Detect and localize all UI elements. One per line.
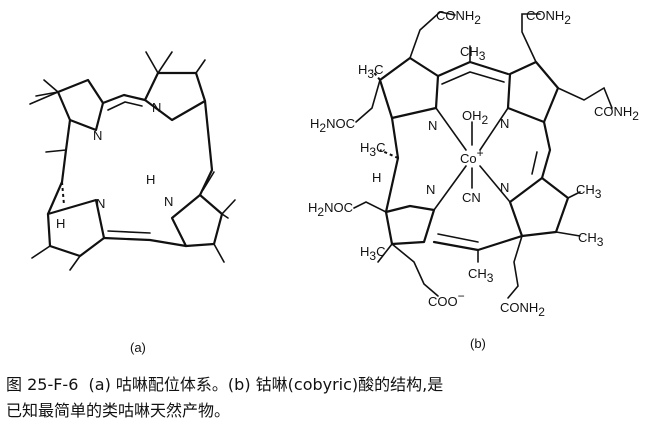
group-h3c-upper-left: H3C <box>358 62 383 81</box>
group-conh2-top-right: CONH2 <box>526 8 571 27</box>
atom-h-b: H <box>372 170 381 185</box>
group-conh2-top-left: CONH2 <box>436 8 481 27</box>
figure-caption: 图 25-F-6 (a) 咕啉配位体系。(b) 钴啉(cobyric)酸的结构,… <box>6 372 656 424</box>
atom-n2: N <box>152 100 161 115</box>
atom-n-lower-right: N <box>500 180 509 195</box>
panel-b-label: (b) <box>470 336 486 351</box>
ligand-oh2: OH2 <box>462 108 489 127</box>
atom-n4: N <box>164 194 173 209</box>
atom-n1: N <box>93 128 102 143</box>
atom-n-upper-left: N <box>428 118 437 133</box>
group-ch3-right-lower: CH3 <box>578 230 604 249</box>
group-coo-minus: COO− <box>428 289 465 309</box>
atom-n-lower-left: N <box>426 182 435 197</box>
atom-h-c: H <box>56 216 65 231</box>
group-conh2-right: CONH2 <box>594 104 639 123</box>
atom-n3: N <box>96 196 105 211</box>
group-h2noc-left: H2NOC <box>310 116 355 135</box>
group-ch3-top: CH3 <box>460 44 486 63</box>
group-ch3-right-upper: CH3 <box>576 182 602 201</box>
group-h3c-lower-left: H3C <box>360 244 385 263</box>
atom-n-upper-right: N <box>500 116 509 131</box>
atom-h-nh: H <box>146 172 155 187</box>
group-h3c-left: H3C <box>360 140 385 159</box>
ligand-cn: CN <box>462 190 481 205</box>
caption-line-1: 图 25-F-6 (a) 咕啉配位体系。(b) 钴啉(cobyric)酸的结构,… <box>6 375 444 394</box>
group-conh2-bottom: CONH2 <box>500 300 545 319</box>
cobyric-acid-structure <box>353 11 613 299</box>
group-ch3-bottom: CH3 <box>468 266 494 285</box>
group-h2noc-lower: H2NOC <box>308 200 353 219</box>
caption-line-2: 已知最简单的类咕啉天然产物。 <box>6 401 231 420</box>
metal-cobalt: Co+ <box>460 146 484 166</box>
corrin-ring-structure <box>29 51 236 271</box>
figure-diagram: N N N N H H (a) <box>29 8 639 355</box>
panel-a-label: (a) <box>130 340 146 355</box>
